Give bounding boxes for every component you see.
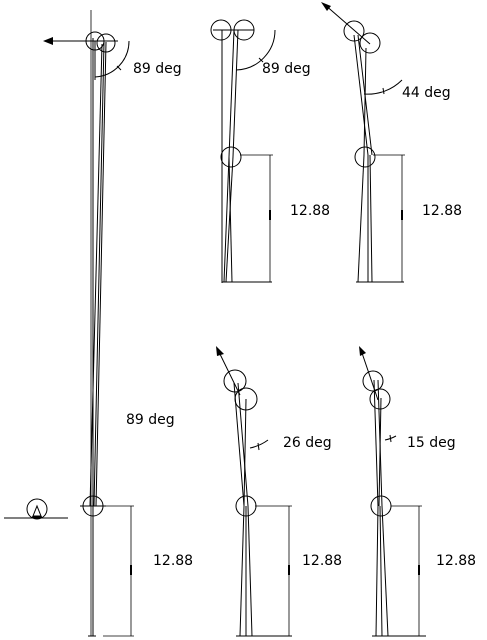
ground-pivot-symbol bbox=[4, 498, 68, 520]
angle-label-main-mid: 89 deg bbox=[126, 412, 175, 428]
pivot-circle-top-a bbox=[343, 20, 365, 42]
direction-arrow bbox=[360, 349, 379, 401]
pivot-circle-mid bbox=[370, 495, 392, 517]
pivot-circle-mid bbox=[354, 146, 376, 168]
linkage-top-right-2 bbox=[321, 2, 405, 283]
linkage-bottom-right-2 bbox=[359, 346, 426, 637]
angle-arc bbox=[249, 439, 269, 449]
direction-arrow bbox=[323, 3, 371, 45]
dimension-label-br2: 12.88 bbox=[436, 553, 476, 569]
pivot-circle-top-b bbox=[96, 33, 116, 53]
angle-label-tr2: 44 deg bbox=[402, 85, 451, 101]
dimension-label-tr1: 12.88 bbox=[290, 203, 330, 219]
pivot-circle-top-b bbox=[359, 32, 381, 54]
angle-label-br1: 26 deg bbox=[283, 435, 332, 451]
dimension-label-tr2: 12.88 bbox=[422, 203, 462, 219]
linkage-top-right-1 bbox=[210, 19, 276, 283]
angle-arc bbox=[94, 40, 130, 78]
angle-label-main-top: 89 deg bbox=[133, 61, 182, 77]
pivot-circle-top-b bbox=[369, 388, 391, 410]
pivot-circle-top-a bbox=[223, 369, 247, 393]
angle-arc bbox=[235, 29, 276, 71]
pivot-circle-top-b bbox=[234, 387, 258, 411]
pivot-circle-top-a bbox=[362, 370, 384, 392]
angle-arc bbox=[363, 79, 403, 95]
pivot-circle-mid bbox=[220, 146, 242, 168]
angle-label-br2: 15 deg bbox=[407, 435, 456, 451]
linkage-bottom-right-1 bbox=[216, 346, 292, 637]
dimension-label-br1: 12.88 bbox=[302, 553, 342, 569]
angle-label-tr1: 89 deg bbox=[262, 61, 311, 77]
main-linkage bbox=[43, 10, 134, 637]
dimension-label-main: 12.88 bbox=[153, 553, 193, 569]
direction-arrow bbox=[217, 349, 241, 396]
